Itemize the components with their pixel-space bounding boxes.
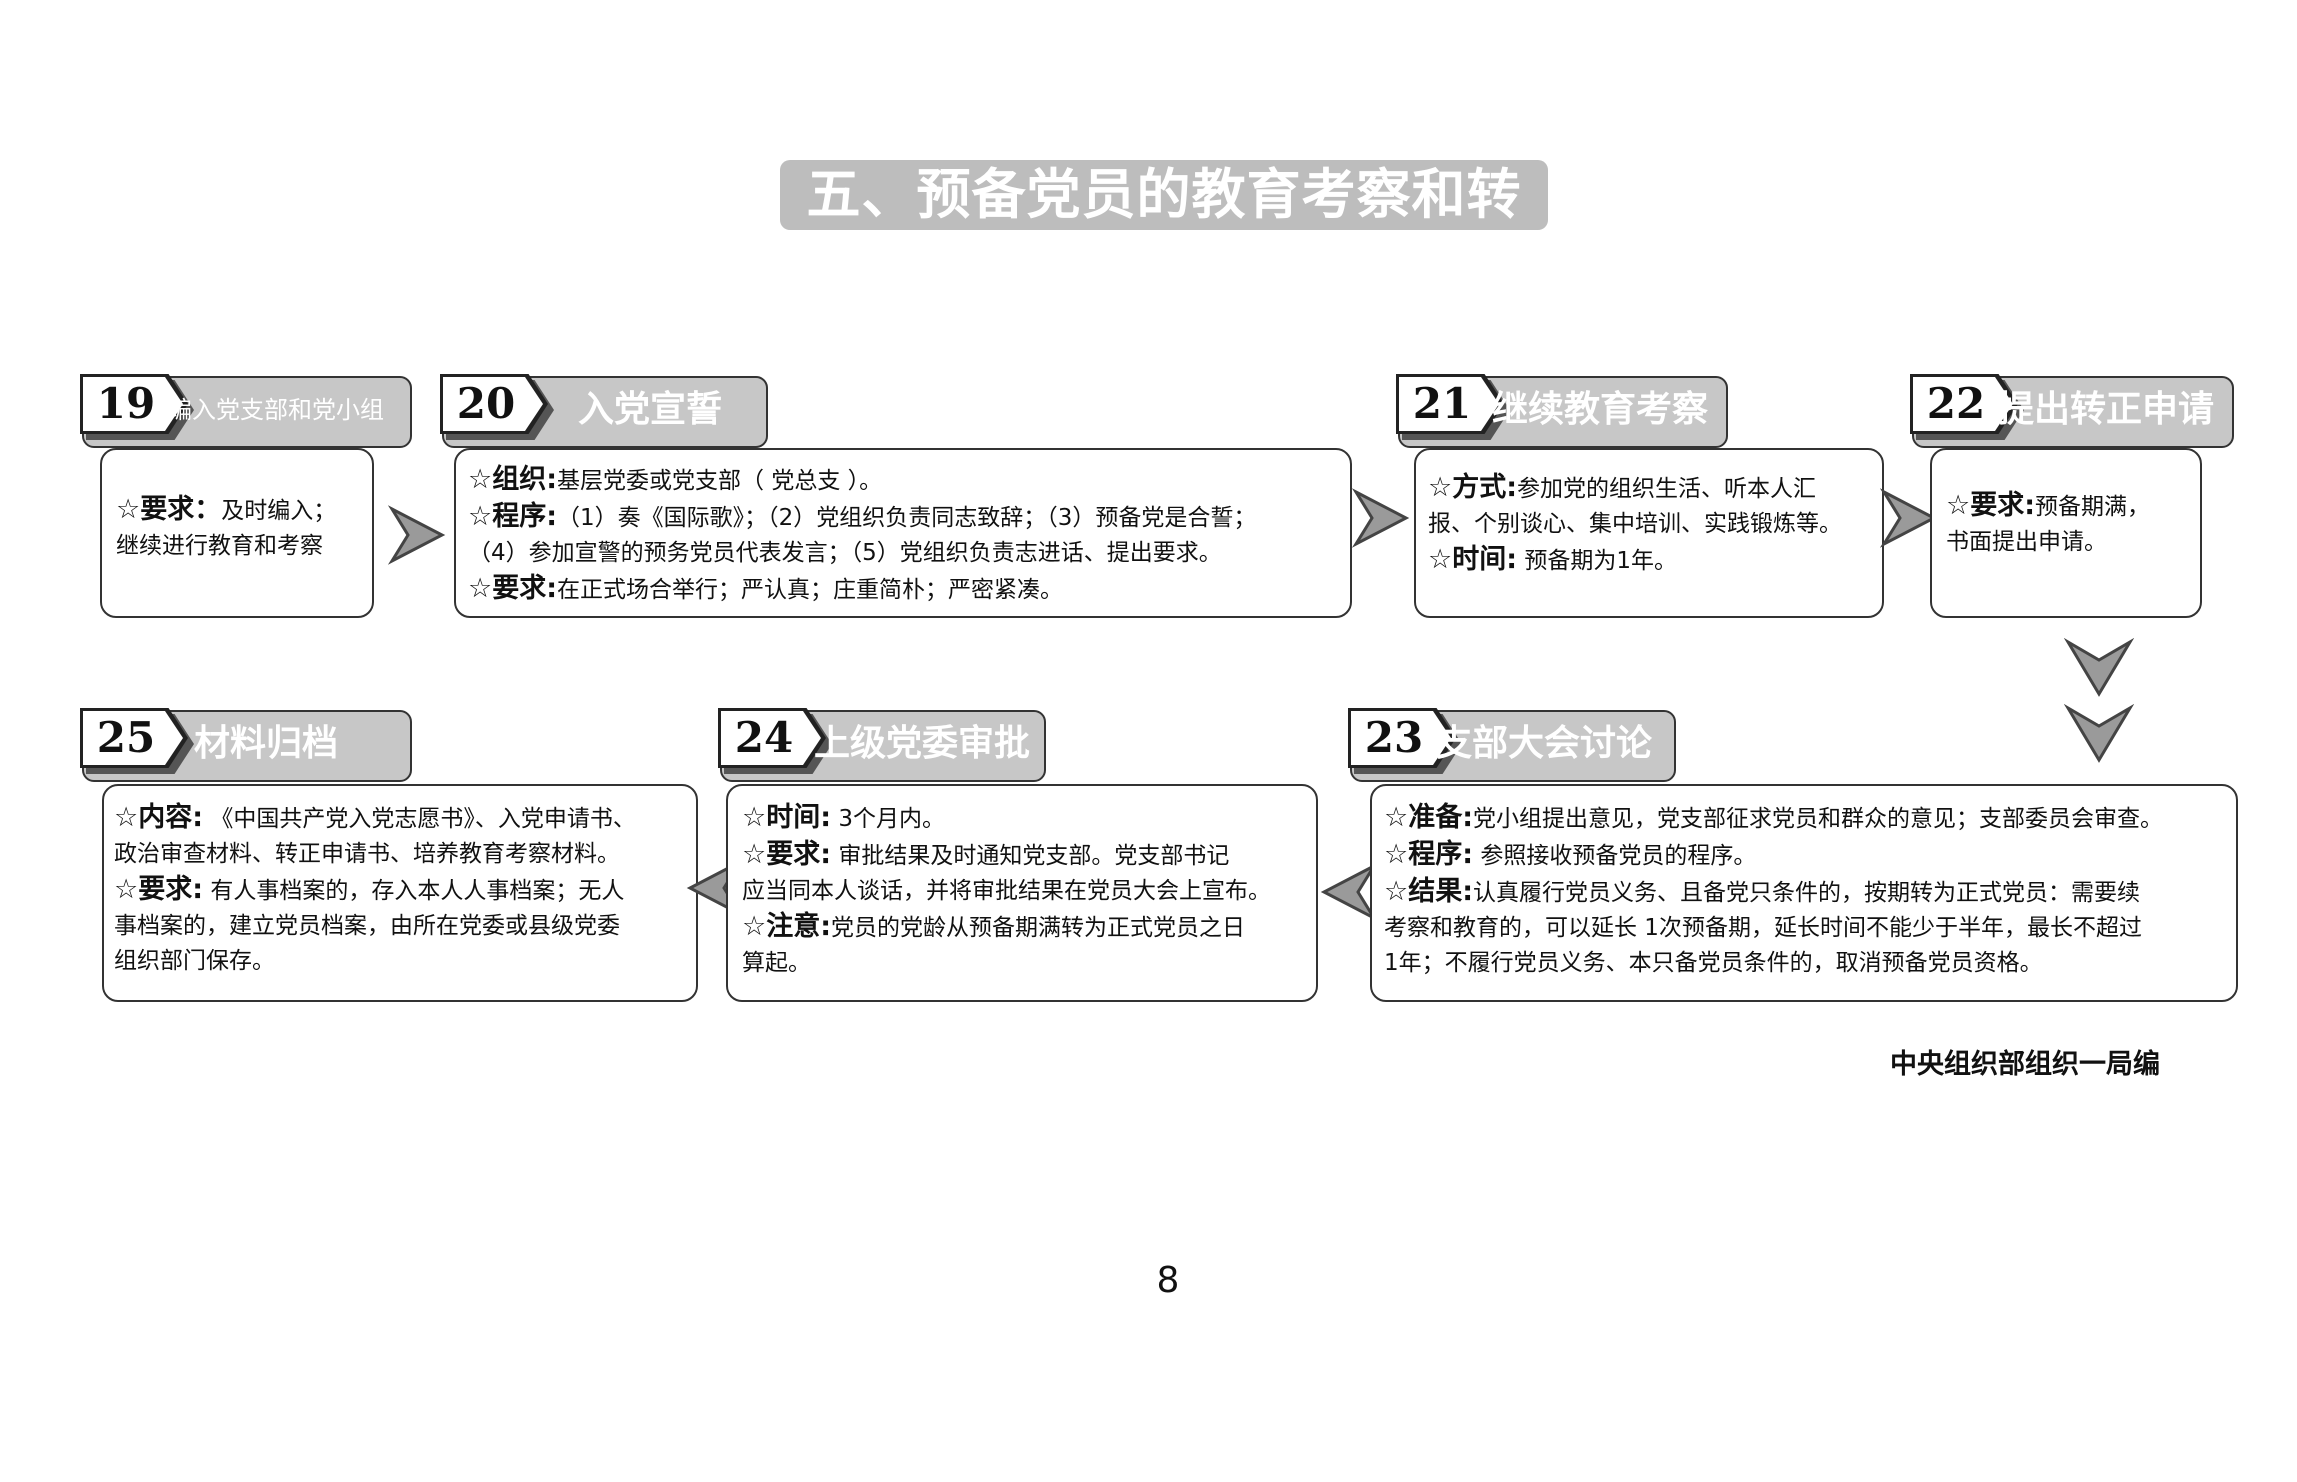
- step-25-line-3: ☆要求: 有人事档案的，存入本人人事档案；无人: [114, 874, 625, 905]
- step-20-line-1: ☆组织:基层党委或党支部（ 党总支 ）。: [468, 464, 883, 495]
- step-21-number: 21: [1412, 379, 1472, 428]
- step-21-line-1: ☆方式:参加党的组织生活、听本人汇: [1428, 472, 1817, 503]
- step-20-line-3: （4）参加宣警的预务党员代表发言；（5）党组织负责志进话、提出要求。: [468, 540, 1222, 566]
- step-21-box: ☆方式:参加党的组织生活、听本人汇 报、个别谈心、集中培训、实践锻炼等。 ☆时间…: [1414, 448, 1884, 618]
- step-19-box: ☆要求：及时编入； 继续进行教育和考察: [100, 448, 374, 618]
- step-24-header: 24 上级党委审批: [718, 708, 1046, 782]
- step-19-line-1: ☆要求：及时编入；: [116, 494, 337, 525]
- step-22-header: 22 提出转正申请: [1910, 374, 2234, 448]
- step-23-number: 23: [1364, 713, 1424, 762]
- step-24-box: ☆时间: 3个月内。 ☆要求: 审批结果及时通知党支部。党支部书记 应当同本人谈…: [726, 784, 1318, 1002]
- step-19-label: 编入党支部和党小组: [168, 396, 384, 424]
- step-21-line-3: ☆时间: 预备期为1年。: [1428, 544, 1677, 575]
- step-24-number: 24: [734, 713, 794, 762]
- step-22-number-badge: 22: [1910, 374, 2024, 440]
- step-21-label: 继续教育考察: [1492, 389, 1709, 430]
- step-20-line-4: ☆要求:在正式场合举行；严认真；庄重简朴；严密紧凑。: [468, 573, 1064, 604]
- step-21-line-2: 报、个别谈心、集中培训、实践锻炼等。: [1428, 511, 1842, 537]
- step-21-number-badge: 21: [1396, 374, 1510, 440]
- arrow-down-icon: [2064, 638, 2134, 697]
- step-20-number: 20: [456, 379, 516, 428]
- step-20-label: 入党宣誓: [578, 389, 723, 430]
- step-22-line-1: ☆要求:预备期满，: [1946, 490, 2151, 521]
- arrow-right-icon: [388, 505, 446, 565]
- step-23-header: 23 支部大会讨论: [1348, 708, 1676, 782]
- arrow-right-icon: [1352, 488, 1410, 548]
- publisher-credit: 中央组织部组织一局编: [1890, 1049, 2160, 1080]
- step-25-number: 25: [96, 713, 156, 762]
- step-23-box: ☆准备:党小组提出意见，党支部征求党员和群众的意见；支部委员会审查。 ☆程序: …: [1370, 784, 2238, 1002]
- arrow-left-icon: [1320, 862, 1378, 922]
- step-25-box: ☆内容: 《中国共产党入党志愿书》、入党申请书、 政治审查材料、转正申请书、培养…: [102, 784, 698, 1002]
- step-25-line-4: 事档案的，建立党员档案，由所在党委或县级党委: [114, 913, 620, 939]
- step-24-line-5: 算起。: [742, 950, 811, 976]
- step-22-line-2: 书面提出申请。: [1946, 529, 2107, 555]
- arrow-right-icon: [1880, 488, 1938, 548]
- step-19-number: 19: [96, 379, 156, 428]
- step-25-header: 25 材料归档: [80, 708, 412, 782]
- step-25-number-badge: 25: [80, 708, 194, 774]
- page-title: 五、预备党员的教育考察和转正: [780, 160, 1548, 296]
- step-20-number-badge: 20: [440, 374, 554, 440]
- step-23-line-1: ☆准备:党小组提出意见，党支部征求党员和群众的意见；支部委员会审查。: [1384, 802, 2164, 833]
- step-24-line-1: ☆时间: 3个月内。: [742, 802, 945, 833]
- step-25-line-1: ☆内容: 《中国共产党入党志愿书》、入党申请书、: [114, 802, 636, 833]
- arrow-down-icon: [2064, 704, 2134, 763]
- step-23-line-4: 考察和教育的，可以延长 1次预备期，延长时间不能少于半年，最长不超过: [1384, 915, 2142, 941]
- step-19-line-2: 继续进行教育和考察: [116, 533, 323, 559]
- step-22-number: 22: [1926, 379, 1986, 428]
- step-22-label: 提出转正申请: [1998, 389, 2215, 430]
- step-24-line-4: ☆注意:党员的党龄从预备期满转为正式党员之日: [742, 911, 1246, 942]
- step-23-line-3: ☆结果:认真履行党员义务、且备党只条件的，按期转为正式党员：需要续: [1384, 876, 2141, 907]
- step-24-line-3: 应当同本人谈话，并将审批结果在党员大会上宣布。: [742, 878, 1271, 904]
- step-25-label: 材料归档: [194, 723, 339, 764]
- step-24-label: 上级党委审批: [814, 723, 1031, 764]
- step-19-number-badge: 19: [80, 374, 194, 440]
- step-21-header: 21 继续教育考察: [1396, 374, 1728, 448]
- step-20-header: 20 入党宣誓: [440, 374, 768, 448]
- step-23-line-2: ☆程序: 参照接收预备党员的程序。: [1384, 839, 1757, 870]
- step-22-box: ☆要求:预备期满， 书面提出申请。: [1930, 448, 2202, 618]
- step-23-number-badge: 23: [1348, 708, 1462, 774]
- page-number: 8: [1156, 1260, 1180, 1301]
- step-23-label: 支部大会讨论: [1436, 723, 1653, 764]
- step-19-header: 19 编入党支部和党小组: [80, 374, 412, 448]
- step-24-line-2: ☆要求: 审批结果及时通知党支部。党支部书记: [742, 839, 1230, 870]
- step-25-line-2: 政治审查材料、转正申请书、培养教育考察材料。: [114, 841, 620, 867]
- step-23-line-5: 1年；不履行党员义务、本只备党员条件的，取消预备党员资格。: [1384, 950, 2043, 976]
- step-20-box: ☆组织:基层党委或党支部（ 党总支 ）。 ☆程序:（1）奏《国际歌》；（2）党组…: [454, 448, 1352, 618]
- step-25-line-5: 组织部门保存。: [114, 948, 275, 974]
- step-24-number-badge: 24: [718, 708, 832, 774]
- step-20-line-2: ☆程序:（1）奏《国际歌》；（2）党组织负责同志致辞；（3）预备党是合誓；: [468, 501, 1257, 532]
